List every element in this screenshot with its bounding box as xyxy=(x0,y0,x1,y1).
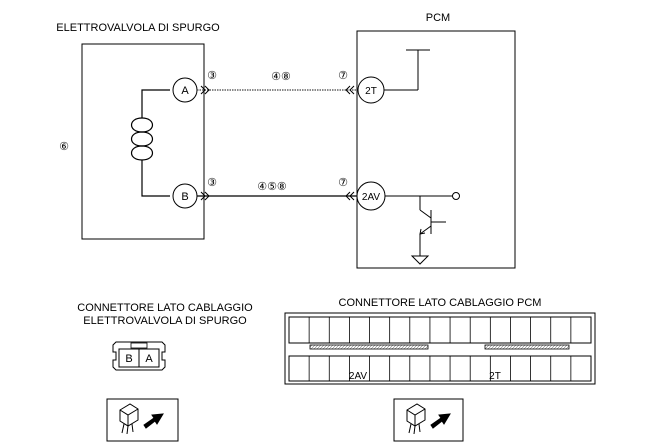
valve-pin-a-label: A xyxy=(181,85,189,97)
solenoid-coil-icon xyxy=(130,89,170,197)
valve-box xyxy=(81,43,205,240)
wire-a-connector-ref: ③ xyxy=(207,70,217,82)
wire-b-pcm-ref: ⑦ xyxy=(338,177,348,189)
valve-title: ELETTROVALVOLA DI SPURGO xyxy=(56,22,220,34)
pcm-connector-view-frame xyxy=(393,398,464,442)
wire-b-refs: ④⑤⑧ xyxy=(257,181,287,193)
pcm-pin-2t-label: 2T xyxy=(365,86,377,97)
transistor-icon xyxy=(385,192,460,256)
pcm-box xyxy=(356,30,516,269)
valve-connector-cell-a: A xyxy=(145,353,153,365)
wire-b xyxy=(197,191,357,201)
wire-a-pcm-ref: ⑦ xyxy=(338,70,348,82)
valve-pin-b-label: B xyxy=(181,191,188,203)
valve-connector-cell-b: B xyxy=(125,353,132,365)
pcm-connector-face xyxy=(284,312,596,385)
valve-connector-title-line1: CONNETTORE LATO CABLAGGIO xyxy=(77,302,253,314)
valve-connector-view-frame xyxy=(106,398,179,442)
connector-view-icon xyxy=(406,403,451,435)
wire-b-connector-ref: ③ xyxy=(207,177,217,189)
ref-six: ⑥ xyxy=(59,141,69,153)
pcm-title: PCM xyxy=(426,12,450,24)
valve-connector-face xyxy=(112,341,166,371)
pcm-pin-2av-label: 2AV xyxy=(362,192,380,203)
power-supply-icon xyxy=(384,49,430,91)
wire-a xyxy=(197,85,357,95)
valve-connector-title-line2: ELETTROVALVOLA DI SPURGO xyxy=(83,315,247,327)
pcm-connector-cell-2av: 2AV xyxy=(349,371,367,382)
pcm-connector-cell-2t: 2T xyxy=(489,371,501,382)
pcm-connector-title: CONNETTORE LATO CABLAGGIO PCM xyxy=(339,297,542,309)
ground-icon xyxy=(410,255,430,265)
wire-a-refs: ④⑧ xyxy=(271,71,291,83)
connector-view-icon xyxy=(119,403,164,435)
